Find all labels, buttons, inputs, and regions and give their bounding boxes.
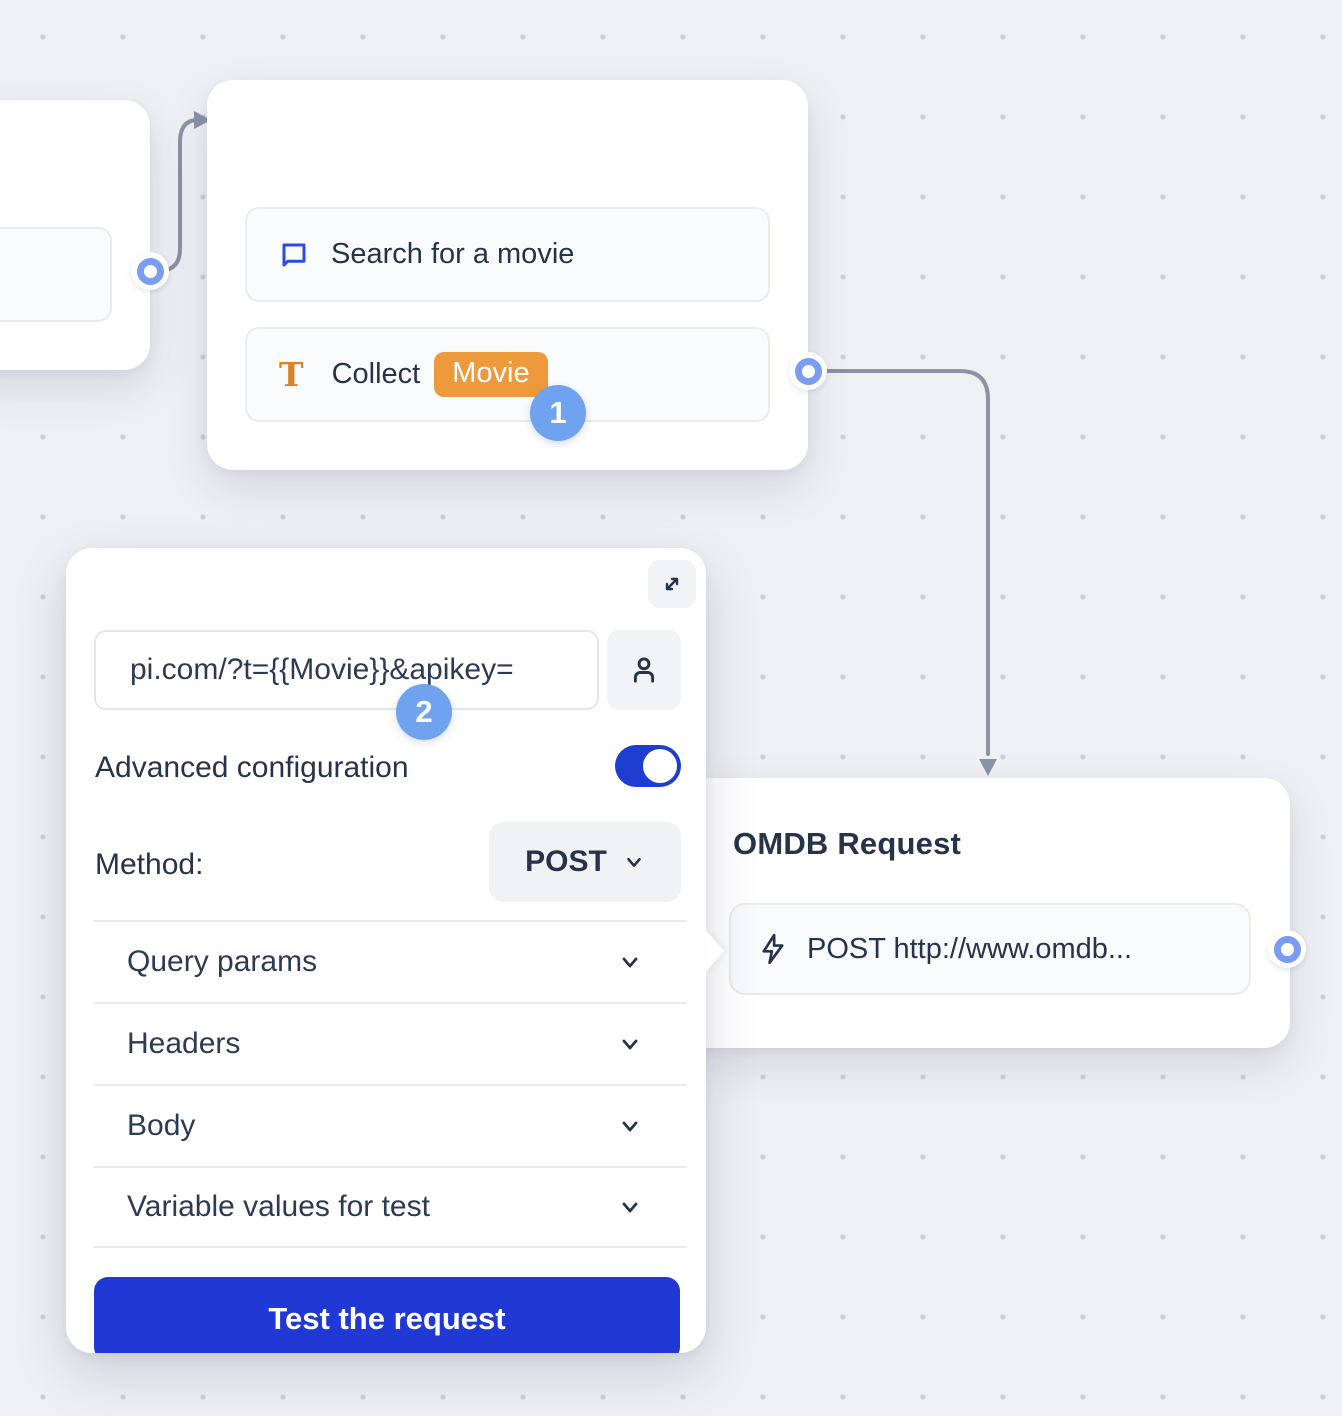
chat-bubble-icon bbox=[282, 243, 306, 266]
section-body[interactable]: Body bbox=[93, 1084, 687, 1166]
chevron-down-icon bbox=[622, 1039, 638, 1050]
step-badge-2: 2 bbox=[396, 684, 452, 740]
chevron-down-icon bbox=[622, 1202, 638, 1213]
lightning-icon bbox=[762, 934, 784, 964]
section-variable-values[interactable]: Variable values for test bbox=[93, 1166, 687, 1248]
advanced-configuration-label: Advanced configuration bbox=[95, 751, 409, 784]
node-movie-search[interactable]: Movie search Search for a movie T Collec… bbox=[207, 80, 808, 470]
panel-pointer-arrow bbox=[705, 929, 724, 973]
port-ring bbox=[794, 357, 822, 385]
chevron-down-icon bbox=[627, 857, 641, 867]
node-row-search-for-movie[interactable]: Search for a movie bbox=[245, 207, 770, 302]
chevron-down-icon bbox=[622, 1121, 638, 1132]
arrowhead-down bbox=[979, 759, 997, 776]
panel-sections: Query params Headers Body Variable value… bbox=[93, 920, 687, 1248]
method-value: POST bbox=[525, 845, 607, 878]
node-previous-partial[interactable] bbox=[0, 100, 150, 370]
section-label: Body bbox=[127, 1109, 196, 1142]
section-query-params[interactable]: Query params bbox=[93, 920, 687, 1002]
webhook-config-panel: Advanced configuration Method: POST Quer… bbox=[66, 548, 706, 1353]
person-icon bbox=[633, 657, 655, 683]
method-dropdown[interactable]: POST bbox=[489, 822, 681, 902]
node-title: OMDB Request bbox=[733, 826, 962, 861]
section-label: Headers bbox=[127, 1027, 241, 1060]
expand-button[interactable] bbox=[648, 560, 696, 608]
port-ring bbox=[136, 257, 164, 285]
text-input-icon: T bbox=[279, 355, 304, 394]
node-row-label: POST http://www.omdb... bbox=[807, 932, 1133, 965]
method-label: Method: bbox=[95, 848, 204, 881]
connector-movie-search-to-omdb bbox=[808, 369, 990, 756]
output-port-omdb[interactable] bbox=[1268, 930, 1306, 968]
node-row[interactable] bbox=[0, 227, 112, 322]
output-port-previous-node[interactable] bbox=[131, 252, 169, 290]
variable-chip-movie[interactable]: Movie bbox=[434, 352, 548, 397]
expand-icon bbox=[665, 577, 679, 591]
section-label: Query params bbox=[127, 945, 318, 978]
advanced-configuration-toggle[interactable] bbox=[615, 745, 681, 787]
chevron-down-icon bbox=[622, 957, 638, 968]
step-badge-1: 1 bbox=[530, 385, 586, 441]
variable-picker-button[interactable] bbox=[607, 630, 681, 710]
node-row-collect-movie[interactable]: T Collect Movie bbox=[245, 327, 770, 422]
port-ring bbox=[1273, 935, 1301, 963]
node-omdb-request[interactable]: OMDB Request POST http://www.omdb... bbox=[684, 778, 1290, 1048]
node-row-omdb-post[interactable]: POST http://www.omdb... bbox=[729, 903, 1251, 995]
node-row-label: Search for a movie bbox=[331, 238, 575, 270]
section-headers[interactable]: Headers bbox=[93, 1002, 687, 1084]
output-port-movie-search[interactable] bbox=[789, 352, 827, 390]
node-row-label: Collect bbox=[331, 358, 421, 390]
url-input[interactable] bbox=[94, 630, 599, 710]
test-request-button[interactable]: Test the request bbox=[94, 1277, 680, 1353]
connector-left-to-movie-search bbox=[148, 118, 202, 273]
toggle-knob bbox=[643, 749, 677, 783]
section-label: Variable values for test bbox=[127, 1190, 430, 1223]
